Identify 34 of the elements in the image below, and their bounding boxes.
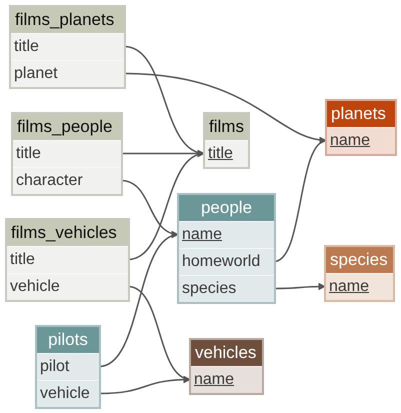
table-box xyxy=(177,193,276,304)
table-column: species xyxy=(179,275,274,302)
table-column: title xyxy=(13,140,121,167)
key-column: name xyxy=(179,221,274,248)
table-box xyxy=(5,218,130,302)
key-column: title xyxy=(205,140,248,167)
table-column: character xyxy=(13,167,121,194)
table-box xyxy=(11,112,123,196)
table-header: films_planets xyxy=(11,7,124,33)
table-box xyxy=(203,112,250,169)
table-box xyxy=(189,338,264,395)
table-box xyxy=(324,245,395,302)
key-column: name xyxy=(191,366,262,393)
table-header: films_people xyxy=(13,114,121,140)
table-box xyxy=(325,99,397,156)
table-column: pilot xyxy=(37,353,99,380)
table-column: vehicle xyxy=(37,380,99,407)
table-box xyxy=(9,5,126,89)
relation-arrow xyxy=(274,282,326,290)
table-column: planet xyxy=(11,60,124,87)
table-box xyxy=(35,325,101,409)
table-header: planets xyxy=(327,101,395,127)
key-column: name xyxy=(327,127,395,154)
table-header: species xyxy=(326,247,393,273)
table-header: films_vehicles xyxy=(7,220,128,246)
table-column: vehicle xyxy=(7,273,128,300)
table-header: films xyxy=(205,114,248,140)
table-header: vehicles xyxy=(191,340,262,366)
table-column: homeworld xyxy=(179,248,274,275)
table-column: title xyxy=(11,33,124,60)
table-header: pilots xyxy=(37,327,99,353)
table-header: people xyxy=(179,195,274,221)
key-column: name xyxy=(326,273,393,300)
table-column: title xyxy=(7,246,128,273)
